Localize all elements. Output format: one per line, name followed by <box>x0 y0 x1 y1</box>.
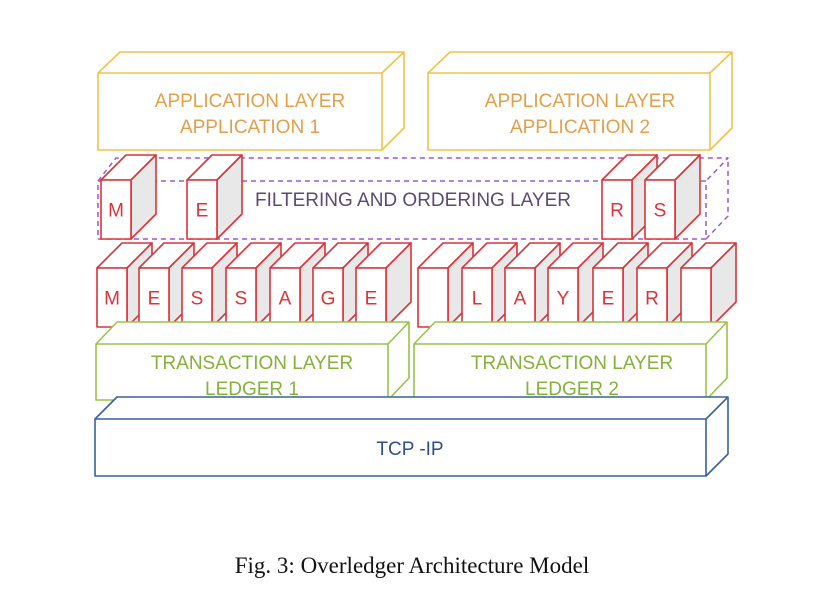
application-layer-2-title: APPLICATION LAYER <box>485 91 675 112</box>
transaction-layer-1-title: TRANSACTION LAYER <box>151 353 353 374</box>
application-layer-1-title: APPLICATION LAYER <box>155 91 345 112</box>
letter-block-label: E <box>148 289 161 310</box>
letter-block-label: E <box>196 201 209 222</box>
letter-block-label: R <box>610 201 624 222</box>
letter-block-label: R <box>645 289 659 310</box>
figure-caption: Fig. 3: Overledger Architecture Model <box>234 553 590 578</box>
application-layer-2-subtitle: APPLICATION 2 <box>510 117 650 138</box>
transaction-layer-box-2: TRANSACTION LAYER LEDGER 2 <box>413 321 728 401</box>
letter-block-label: E <box>602 289 615 310</box>
letter-block-label: M <box>108 201 124 222</box>
letter-block: E <box>355 242 412 328</box>
application-layer-box-1: APPLICATION LAYER APPLICATION 1 <box>97 51 405 151</box>
letter-block-label: S <box>191 289 204 310</box>
transaction-layer-2-title: TRANSACTION LAYER <box>471 353 673 374</box>
transaction-layer-2-subtitle: LEDGER 2 <box>525 379 619 400</box>
letter-block-label: S <box>654 201 667 222</box>
transaction-layer-1-subtitle: LEDGER 1 <box>205 379 299 400</box>
letter-block-label: G <box>321 289 336 310</box>
letter-block-label: Y <box>557 289 570 310</box>
tcp-ip-label: TCP -IP <box>376 439 443 460</box>
letter-block: Y <box>547 242 604 328</box>
letter-block-label: E <box>365 289 378 310</box>
letter-block: S <box>644 154 701 240</box>
letter-block-label: A <box>514 289 527 310</box>
filtering-ordering-layer: M E R S FILTERING AND ORDERING LAYER <box>97 154 729 240</box>
architecture-diagram: APPLICATION LAYER APPLICATION 1 APPLICAT… <box>94 51 737 477</box>
application-layer-box-2: APPLICATION LAYER APPLICATION 2 <box>427 51 733 151</box>
transaction-layer-box-1: TRANSACTION LAYER LEDGER 1 <box>95 321 410 401</box>
tcp-ip-layer-box: TCP -IP <box>94 396 729 477</box>
letter-block-label: S <box>235 289 248 310</box>
letter-block: E <box>186 154 243 240</box>
letter-block-label: L <box>472 289 483 310</box>
letter-block-label: M <box>104 289 120 310</box>
filtering-layer-label: FILTERING AND ORDERING LAYER <box>255 190 571 211</box>
letter-block-label: A <box>279 289 292 310</box>
application-layer-1-subtitle: APPLICATION 1 <box>180 117 320 138</box>
letter-block <box>680 242 737 328</box>
letter-block: M <box>100 154 157 240</box>
